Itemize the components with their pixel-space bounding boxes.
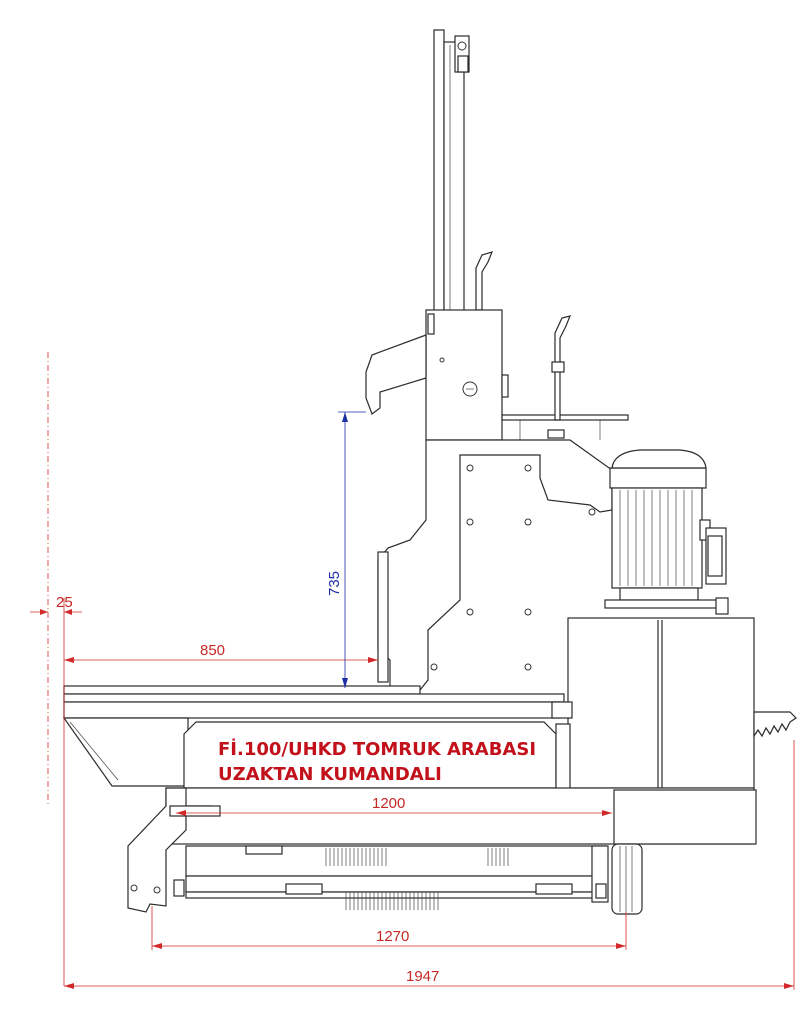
dimension-1947: 1947 — [64, 740, 795, 990]
electric-motor — [604, 449, 729, 615]
saw-teeth — [753, 711, 797, 738]
clamp-block — [425, 309, 503, 441]
lever — [554, 315, 571, 421]
product-title-line2: UZAKTAN KUMANDALI — [218, 764, 442, 785]
clamp-jaw — [365, 334, 427, 415]
dimension-850: 850 — [64, 642, 378, 663]
mast-hook — [475, 251, 494, 311]
product-title-line1: Fİ.100/UHKD TOMRUK ARABASI — [218, 738, 536, 760]
dimension-25-label: 25 — [56, 594, 73, 611]
pulley-wheel — [611, 843, 643, 915]
carriage-left-ramp — [62, 717, 189, 787]
carriage-table-top — [63, 685, 421, 695]
dimension-1270: 1270 — [151, 906, 627, 950]
dimension-1200: 1200 — [169, 795, 612, 817]
dimension-1200-label: 1200 — [372, 795, 405, 812]
dimension-850-label: 850 — [200, 642, 225, 659]
dimension-1270-label: 1270 — [376, 928, 409, 945]
dimension-25: 25 — [30, 594, 82, 986]
top-plate — [501, 414, 629, 421]
dimension-735-label: 735 — [326, 571, 343, 596]
dimension-735: 735 — [326, 411, 366, 688]
dimension-1947-label: 1947 — [406, 968, 439, 985]
gearbox-housing — [567, 617, 755, 789]
